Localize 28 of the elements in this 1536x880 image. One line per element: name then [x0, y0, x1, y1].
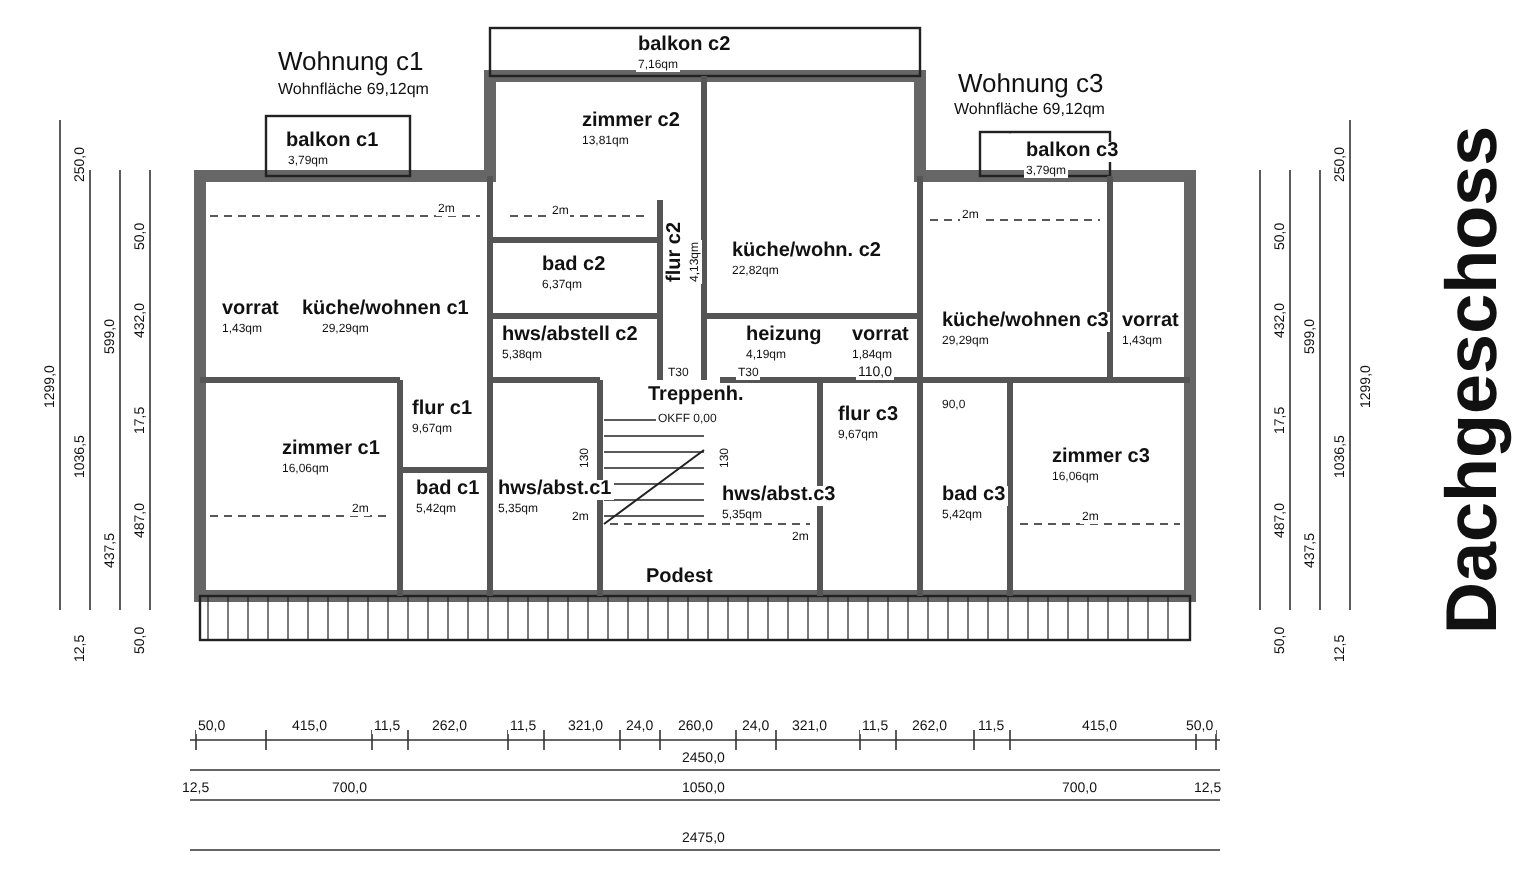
room-label: heizung	[744, 326, 824, 346]
room-label: bad c1	[414, 480, 482, 500]
room-label: Treppenh.	[646, 386, 746, 406]
room-label: balkon c1	[284, 132, 381, 152]
apartment-heading: Wohnung c3	[956, 70, 1106, 96]
room-label: vorrat	[1120, 312, 1181, 332]
room-label: zimmer c3	[1050, 448, 1152, 468]
room-label: vorrat	[850, 326, 911, 346]
room-label: bad c2	[540, 256, 608, 276]
room-label: balkon c2	[636, 36, 733, 56]
room-label: küche/wohn. c2	[730, 242, 883, 262]
living-area-note: Wohnfläche 69,12qm	[276, 82, 431, 98]
apartment-heading: Wohnung c1	[276, 48, 426, 74]
room-label: zimmer c1	[280, 440, 382, 460]
room-label: flur c2	[666, 219, 686, 284]
room-label: zimmer c2	[580, 112, 682, 132]
room-label: hws/abst.c1	[496, 480, 614, 500]
room-label: balkon c3	[1024, 142, 1121, 162]
room-label: küche/wohnen c1	[300, 300, 471, 320]
room-label: Podest	[644, 568, 715, 588]
room-label: hws/abstell c2	[500, 326, 640, 346]
room-label: küche/wohnen c3	[940, 312, 1111, 332]
room-label: bad c3	[940, 486, 1008, 506]
room-label: flur c3	[836, 406, 901, 426]
room-label: vorrat	[220, 300, 281, 320]
living-area-note: Wohnfläche 69,12qm	[952, 102, 1107, 118]
room-label: flur c1	[410, 400, 475, 420]
room-label: hws/abst.c3	[720, 486, 838, 506]
